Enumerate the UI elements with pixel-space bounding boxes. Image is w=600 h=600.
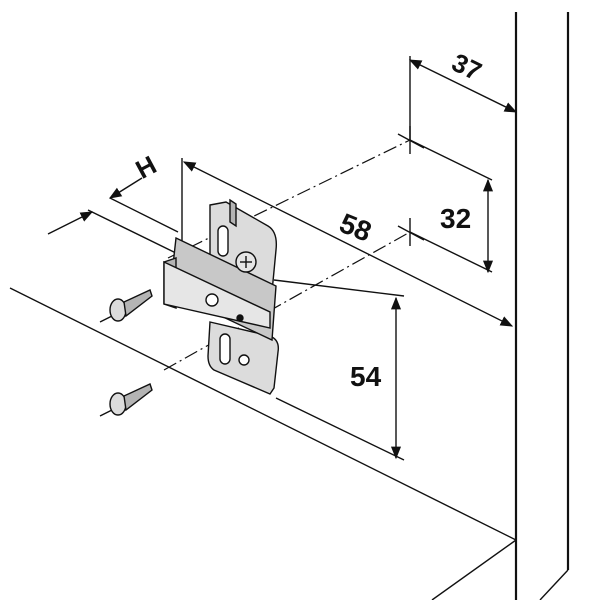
dim-h-extension-a [87, 209, 183, 257]
dim-h-left-arrow [47, 211, 94, 235]
panel-bottom-front-edge [431, 539, 517, 600]
lower-screw [99, 383, 153, 417]
panel-inner-edge [9, 287, 517, 541]
plate-lower-slot [219, 333, 231, 365]
dim-58-label: 58 [335, 207, 376, 247]
lower-screw-axis [99, 409, 113, 417]
plate-center-hole [205, 293, 219, 307]
plate-lower-hole [238, 354, 250, 366]
lower-screw-shank [123, 383, 153, 412]
plate-upper-slot [217, 225, 229, 257]
dim-h-label: H [131, 150, 162, 185]
dim-32-lower-extension [409, 231, 493, 273]
dim-h-extension-b [109, 197, 179, 233]
cabinet-side-panel [9, 12, 570, 600]
dimension-32: 32 [409, 139, 494, 274]
upper-screw-shank [123, 289, 153, 318]
dim-54-upper-extension [273, 279, 405, 297]
plate-upper-tab [229, 198, 237, 228]
dim-58-arrow [182, 161, 514, 327]
dim-32-label: 32 [440, 203, 471, 234]
dimension-h: H [47, 150, 183, 257]
mounting-plate [163, 198, 280, 395]
dimension-54: 54 [273, 279, 405, 461]
dim-54-label: 54 [350, 361, 382, 392]
dimension-37: 37 [408, 47, 518, 140]
plate-front-rail [163, 260, 271, 329]
dim-32-upper-extension [409, 139, 493, 181]
upper-center-line [167, 139, 411, 259]
dim-37-arrow [408, 59, 518, 113]
center-lines [163, 126, 425, 371]
dim-h-right-arrow [108, 177, 143, 199]
plate-marker-dot [236, 314, 244, 322]
upper-screw-axis [99, 315, 113, 323]
dim-54-lower-extension [275, 397, 405, 461]
upper-screw [99, 289, 153, 323]
panel-bottom-back-edge [539, 569, 569, 600]
